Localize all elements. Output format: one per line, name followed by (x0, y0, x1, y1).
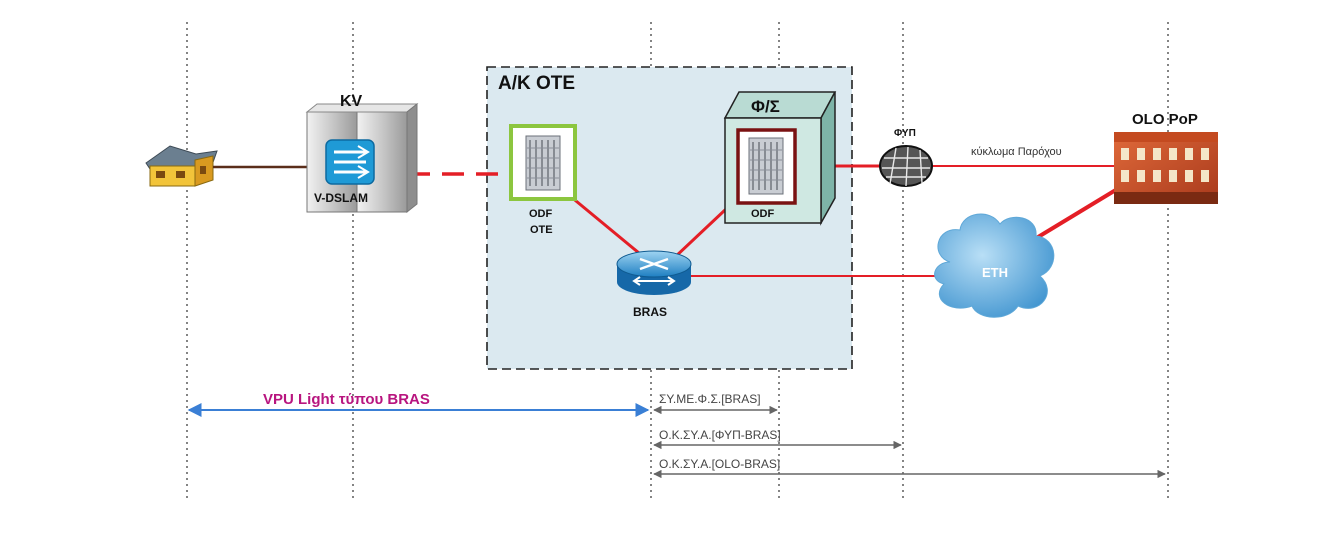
symefs-bras-label: ΣΥ.ΜΕ.Φ.Σ.[BRAS] (659, 392, 761, 406)
olo-building-icon (1114, 132, 1218, 204)
odf-ote-label-line1: ODF (529, 208, 553, 220)
odf-ote-label-line2: OTE (530, 224, 553, 236)
odf-to-bras-link (569, 194, 646, 260)
eth-cloud-icon (934, 213, 1055, 318)
odf-ote-rack-icon (509, 124, 577, 201)
central-office-title: Α/Κ ΟΤΕ (498, 73, 576, 94)
bras-label: BRAS (633, 305, 668, 319)
house-icon (145, 145, 218, 187)
provider-circuit-label: κύκλωμα Παρόχου (971, 146, 1062, 158)
oksya-fyp-bras-label: Ο.Κ.ΣΥ.Α.[ΦΥΠ-BRAS] (659, 428, 781, 442)
phi-sigma-title: Φ/Σ (751, 97, 780, 116)
vpu-light-label: VPU Light τύπου BRAS (263, 391, 430, 408)
odf-label: ODF (751, 208, 775, 220)
eth-label: ETH (982, 265, 1008, 280)
bras-router-icon (616, 250, 692, 295)
odf-rack-icon (736, 128, 797, 205)
kv-title: KV (340, 93, 363, 110)
olo-pop-title: OLO PoP (1132, 111, 1198, 128)
fyp-disc-icon (879, 145, 933, 187)
fyp-label: ΦΥΠ (894, 128, 916, 139)
v-dslam-icon (325, 139, 375, 185)
oksya-olo-bras-label: Ο.Κ.ΣΥ.Α.[OLO-BRAS] (659, 457, 781, 471)
v-dslam-label: V-DSLAM (314, 191, 368, 205)
